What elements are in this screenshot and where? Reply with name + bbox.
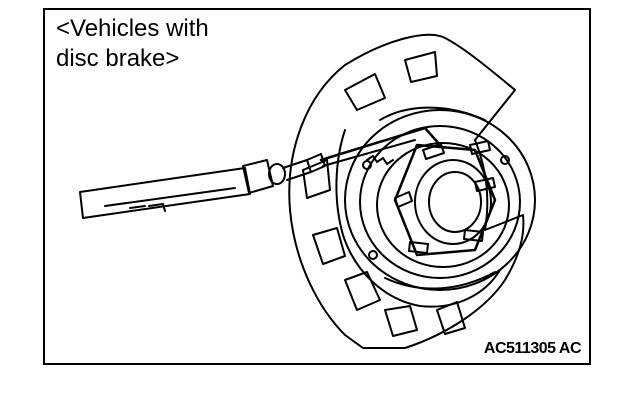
caption-line-2: disc brake> bbox=[56, 45, 180, 72]
drum-outer bbox=[344, 109, 536, 291]
shield-cutout-5 bbox=[436, 301, 466, 335]
drum-shoe-ring bbox=[376, 142, 510, 268]
hub-bore-outer bbox=[414, 159, 492, 245]
dust-shield-outline bbox=[288, 33, 525, 349]
wheel-studs bbox=[394, 140, 496, 254]
cable-sheath-ridge bbox=[104, 187, 236, 207]
cable-end-fitting bbox=[242, 159, 274, 194]
figure-frame: <Vehicles with disc brake> bbox=[43, 8, 591, 365]
inner-cable-2 bbox=[322, 139, 416, 167]
caption-line-1: <Vehicles with bbox=[56, 15, 209, 42]
drum-inner bbox=[359, 125, 521, 279]
shield-cutout-1 bbox=[302, 159, 331, 199]
shield-cutout-3 bbox=[344, 271, 381, 311]
shoe-pin-3 bbox=[500, 155, 510, 165]
cable-sheath-mark bbox=[129, 203, 166, 212]
brake-shoe-lower bbox=[384, 271, 496, 290]
figure-caption: <Vehicles with disc brake> bbox=[56, 14, 209, 74]
inner-cable bbox=[319, 126, 442, 162]
cable-clip bbox=[282, 159, 312, 181]
shield-cutout-7 bbox=[404, 51, 438, 83]
cable-end-eye bbox=[268, 163, 286, 185]
shield-cutout-6 bbox=[344, 73, 386, 111]
hub-bore-inner bbox=[428, 171, 482, 233]
shoe-pin-1 bbox=[362, 160, 372, 170]
shoe-pin-2 bbox=[368, 250, 378, 260]
figure-code: AC511305 AC bbox=[483, 340, 582, 357]
brake-shoe-upper bbox=[379, 106, 486, 121]
shield-cutout-4 bbox=[384, 305, 418, 337]
brake-illustration bbox=[79, 33, 536, 349]
cable-sheath bbox=[79, 167, 251, 219]
shield-cutout-2 bbox=[312, 227, 346, 265]
adjuster-spring bbox=[366, 155, 394, 165]
